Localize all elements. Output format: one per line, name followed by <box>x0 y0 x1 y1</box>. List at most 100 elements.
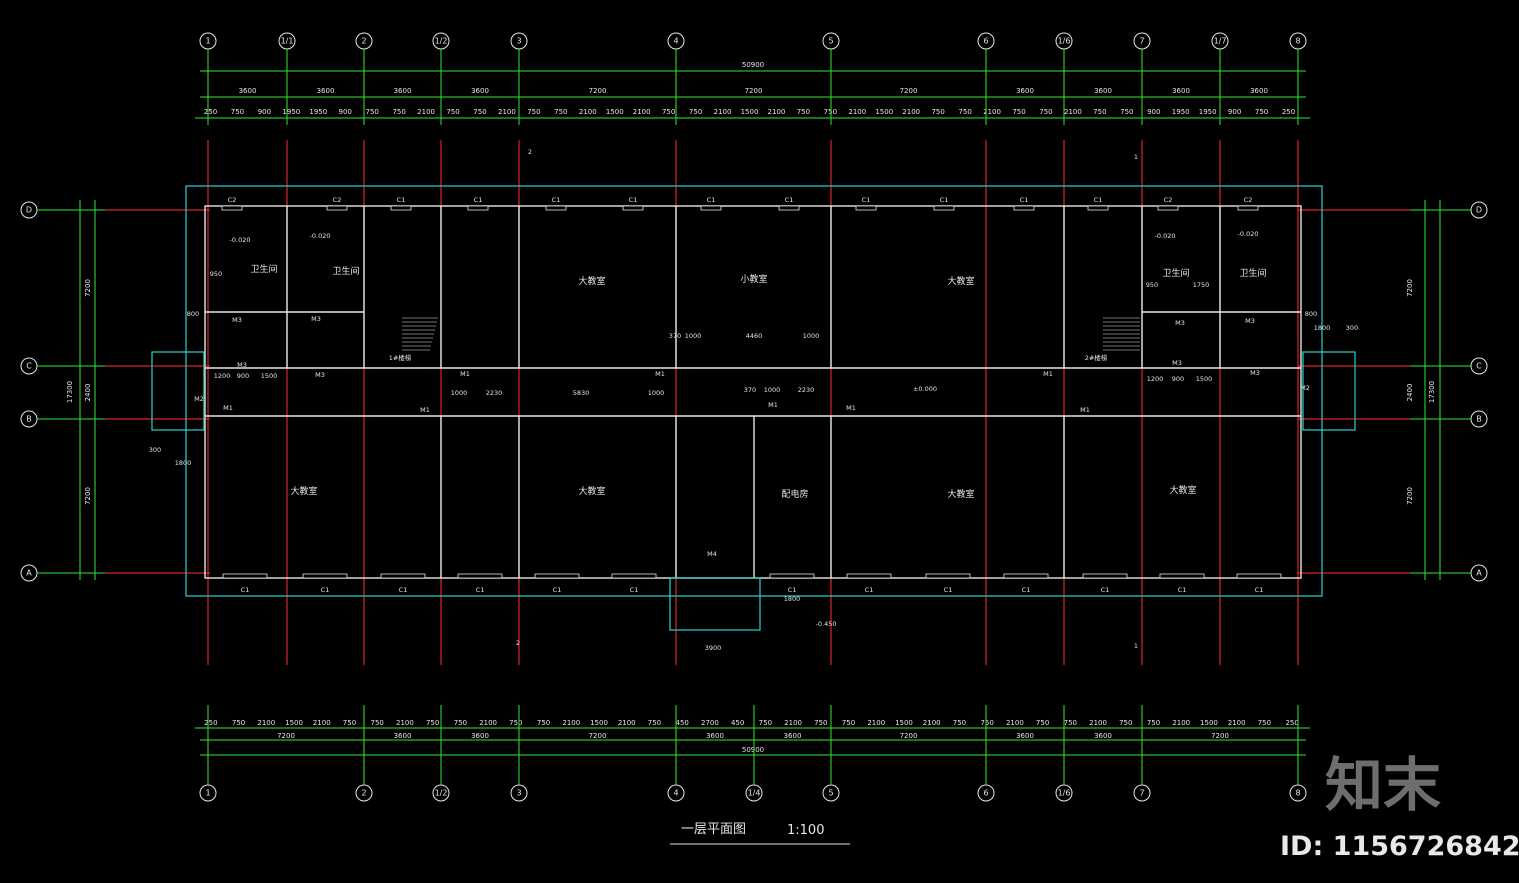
window-bottom <box>380 573 426 579</box>
window-bottom <box>611 573 657 579</box>
dim-bottom-detail: 750 <box>980 719 993 727</box>
dim-bottom-detail: 2100 <box>1172 719 1190 727</box>
dim-bottom-detail: 750 <box>1147 719 1160 727</box>
room-toilet-2: 卫生间 <box>332 265 359 277</box>
door-m2-right-label: M2 <box>1300 384 1310 392</box>
axis-label: B <box>1476 415 1482 424</box>
window-top <box>778 205 800 211</box>
dim-top-detail: 900 <box>339 108 352 116</box>
window-label: C1 <box>1101 586 1110 594</box>
dim-bottom-detail: 750 <box>509 719 522 727</box>
dim-top-span: 3600 <box>1250 87 1268 95</box>
room-toilet-3: 卫生间 <box>1162 267 1189 279</box>
dim-top-detail: 750 <box>554 108 567 116</box>
axis-label: 7 <box>1139 37 1144 46</box>
window-label: C1 <box>788 586 797 594</box>
dim-top-detail: 900 <box>258 108 271 116</box>
room-large-classroom-2: 大教室 <box>947 275 974 287</box>
dim-bottom-detail: 750 <box>953 719 966 727</box>
door-m2-left-label: M2 <box>194 395 204 403</box>
door-label: M3 <box>311 315 321 323</box>
dim-1200-right: 1200 <box>1147 375 1164 383</box>
window-bottom <box>1082 573 1128 579</box>
dim-top-detail: 2100 <box>1064 108 1082 116</box>
dim-top-detail: 750 <box>1012 108 1025 116</box>
axis-label: 4 <box>673 789 678 798</box>
annotations: -0.020 -0.020 -0.020 -0.020 ±0.000 -0.45… <box>149 148 1358 652</box>
dim-top-detail: 750 <box>392 108 405 116</box>
dim-top-detail: 1950 <box>1172 108 1190 116</box>
dim-bottom-detail: 1500 <box>1200 719 1218 727</box>
dim-top-detail: 750 <box>1039 108 1052 116</box>
window-top <box>700 205 722 211</box>
window-bottom <box>534 573 580 579</box>
watermark-logo: 知末 <box>1325 751 1441 819</box>
window-bottom <box>1236 573 1282 579</box>
axis-label: D <box>26 206 32 215</box>
window-label: C1 <box>399 586 408 594</box>
window-label: C1 <box>241 586 250 594</box>
corridor-dim-a: 4460 <box>746 332 763 340</box>
dim-1200-left: 1200 <box>214 372 231 380</box>
dim-top-detail: 750 <box>231 108 244 116</box>
dim-top-detail: 2100 <box>902 108 920 116</box>
section-mark-1-top: 1 <box>1134 153 1138 161</box>
door-label: M3 <box>1250 369 1260 377</box>
dim-top-detail: 2100 <box>714 108 732 116</box>
axis-label: 7 <box>1139 789 1144 798</box>
dim-top-detail: 750 <box>527 108 540 116</box>
axis-label: 1/6 <box>1058 789 1071 798</box>
dim-bottom-detail: 750 <box>759 719 772 727</box>
dim-950-right: 950 <box>1146 281 1158 289</box>
window-top <box>855 205 877 211</box>
axis-label: 1/4 <box>748 789 761 798</box>
dim-1750-right: 1750 <box>1193 281 1210 289</box>
dim-top-detail: 2100 <box>417 108 435 116</box>
dim-top-detail: 2100 <box>768 108 786 116</box>
dim-bottom-detail: 750 <box>232 719 245 727</box>
axis-label: 4 <box>673 37 678 46</box>
axis-label: 6 <box>983 37 988 46</box>
door-label: M1 <box>1080 406 1090 414</box>
dim-bottom-detail: 750 <box>343 719 356 727</box>
dim-top-detail: 1500 <box>741 108 759 116</box>
watermark-id: ID: 1156726842 <box>1280 831 1519 862</box>
dim-bottom-detail: 2100 <box>618 719 636 727</box>
dim-bottom-span: 3600 <box>1094 732 1112 740</box>
dim-top-detail: 750 <box>1120 108 1133 116</box>
dim-bottom-detail: 2100 <box>313 719 331 727</box>
window-label: C1 <box>1094 196 1103 204</box>
dim-bottom-detail: 1500 <box>590 719 608 727</box>
dim-bottom-detail: 750 <box>842 719 855 727</box>
elev-outside: -0.450 <box>816 620 837 628</box>
door-label: M3 <box>237 361 247 369</box>
axis-label: A <box>1476 569 1482 578</box>
dim-top-span: 7200 <box>745 87 763 95</box>
dim-top-detail: 900 <box>1147 108 1160 116</box>
dim-bottom-detail: 450 <box>676 719 689 727</box>
room-toilet-4: 卫生间 <box>1239 267 1266 279</box>
corridor-dim-h: 1000 <box>451 389 468 397</box>
axis-label: 1/7 <box>1214 37 1227 46</box>
door-label: M1 <box>223 404 233 412</box>
dim-bottom-span: 3600 <box>1016 732 1034 740</box>
dim-bottom-detail: 2100 <box>257 719 275 727</box>
dim-bottom-detail: 2700 <box>701 719 719 727</box>
window-bottom <box>846 573 892 579</box>
elev-toilet-1: -0.020 <box>230 236 251 244</box>
dim-top-detail: 2100 <box>848 108 866 116</box>
dim-bottom-detail: 750 <box>814 719 827 727</box>
dim-top-detail: 1500 <box>875 108 893 116</box>
building-outline <box>185 185 1323 597</box>
entry-depth: 1800 <box>784 595 801 603</box>
window-label: C1 <box>397 196 406 204</box>
dim-top-span: 3600 <box>1016 87 1034 95</box>
dim-bottom-span: 7200 <box>900 732 918 740</box>
window-label: C2 <box>1164 196 1173 204</box>
dim-top-span: 3600 <box>471 87 489 95</box>
room-large-classroom-4: 大教室 <box>578 485 605 497</box>
corridor-dim-k: 370 <box>744 386 756 394</box>
